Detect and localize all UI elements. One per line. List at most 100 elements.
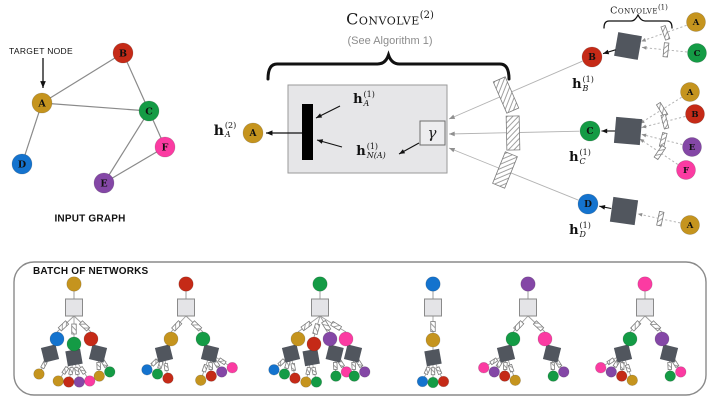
hatch-unit — [150, 358, 159, 367]
node-A — [66, 276, 82, 292]
node-E — [605, 366, 617, 378]
math-base: h — [356, 144, 366, 160]
hatch-unit — [660, 24, 671, 41]
node-F — [84, 375, 96, 387]
arrowhead — [266, 130, 273, 136]
node-D — [11, 153, 33, 175]
h-NA-1-label: h(1)N(A) — [356, 142, 386, 161]
arrowhead — [601, 128, 608, 134]
node-A — [33, 368, 45, 380]
tree-convolve1-square — [40, 344, 60, 363]
math-sup: (1) — [579, 221, 591, 231]
node-F — [154, 136, 176, 158]
hatch-unit — [619, 361, 625, 370]
gamma-box — [419, 120, 446, 146]
math-sub: N(A) — [366, 151, 386, 160]
hatch-unit — [658, 131, 668, 148]
node-F — [537, 331, 553, 347]
hatch-unit — [290, 362, 296, 372]
arrowhead — [637, 213, 643, 217]
arrowhead — [641, 46, 647, 50]
hatch-unit — [492, 151, 518, 189]
node-B — [437, 375, 450, 388]
node-C — [195, 331, 211, 347]
node-letter: D — [584, 200, 592, 210]
hatch-unit — [507, 363, 515, 373]
node-C — [312, 276, 328, 292]
tree-convolve1-square — [65, 348, 83, 367]
node-D — [425, 276, 441, 292]
math-base: h — [569, 223, 579, 239]
node-B — [289, 372, 301, 384]
node-letter: A — [686, 88, 694, 98]
tree-convolve2-square — [519, 298, 537, 317]
node-letter: F — [162, 142, 169, 153]
node-C — [547, 370, 559, 382]
convolve2-title-sup: (2) — [419, 10, 434, 22]
hatch-unit — [78, 365, 87, 375]
hatch-unit — [667, 361, 673, 370]
hatch-unit — [330, 320, 343, 332]
node-E — [93, 172, 115, 194]
math-sup: (1) — [366, 142, 379, 152]
arrowhead — [449, 114, 456, 119]
hatch-unit — [624, 363, 632, 373]
hatch-unit — [606, 357, 616, 366]
graph-edge — [41, 102, 150, 112]
arrowhead — [449, 147, 456, 153]
hatch-unit — [532, 320, 545, 332]
tree-convolve1-square — [613, 344, 633, 363]
math-sub: D — [579, 230, 586, 239]
hatch-unit — [492, 76, 520, 114]
convolve1-unit-square — [614, 32, 642, 60]
node-A — [425, 332, 441, 348]
hatch-unit — [190, 320, 203, 332]
hatch-unit — [630, 320, 642, 332]
node-A — [31, 92, 53, 114]
node-letter: C — [694, 49, 701, 59]
brace — [603, 13, 673, 29]
convolve1-title-sup: (1) — [657, 3, 668, 12]
hatch-unit — [311, 366, 318, 376]
graph-edge — [21, 102, 43, 165]
hatch-unit — [550, 361, 556, 370]
h-C-1-label: h(1)C — [569, 148, 591, 167]
hatch-unit — [300, 320, 313, 332]
node-B — [499, 370, 511, 382]
batch-panel — [13, 261, 707, 396]
hatch-unit — [171, 320, 183, 332]
node-A — [195, 374, 207, 386]
node-letter: C — [586, 127, 593, 137]
math-sub: B — [582, 84, 589, 93]
node-B — [178, 276, 194, 292]
node-F — [637, 276, 653, 292]
node-C — [427, 376, 439, 389]
tree-convolve1-square — [343, 344, 363, 363]
node-A — [300, 376, 312, 388]
node-letter: A — [37, 98, 46, 109]
hatch-unit — [332, 361, 338, 370]
node-F — [676, 160, 696, 180]
node-B — [616, 370, 628, 382]
tree-convolve2-square — [65, 298, 83, 317]
graph-edge — [103, 110, 150, 184]
arrowhead — [641, 133, 647, 138]
tree-convolve2-square — [177, 298, 195, 317]
target-node-label: TARGET NODE — [9, 46, 73, 56]
node-B — [685, 104, 705, 124]
node-B — [306, 336, 322, 352]
node-B — [112, 42, 134, 64]
math-sup: (1) — [363, 90, 375, 100]
node-E — [322, 331, 338, 347]
node-F — [226, 362, 238, 374]
hatch-unit — [277, 358, 286, 367]
node-A — [509, 374, 521, 386]
node-D — [141, 364, 153, 376]
node-letter: B — [119, 48, 127, 59]
node-C — [505, 331, 521, 347]
math-sub: A — [363, 99, 370, 108]
math-base: h — [353, 92, 363, 108]
hatch-unit — [655, 101, 669, 118]
tree-convolve2-square — [424, 298, 442, 317]
arrowhead — [317, 139, 324, 144]
